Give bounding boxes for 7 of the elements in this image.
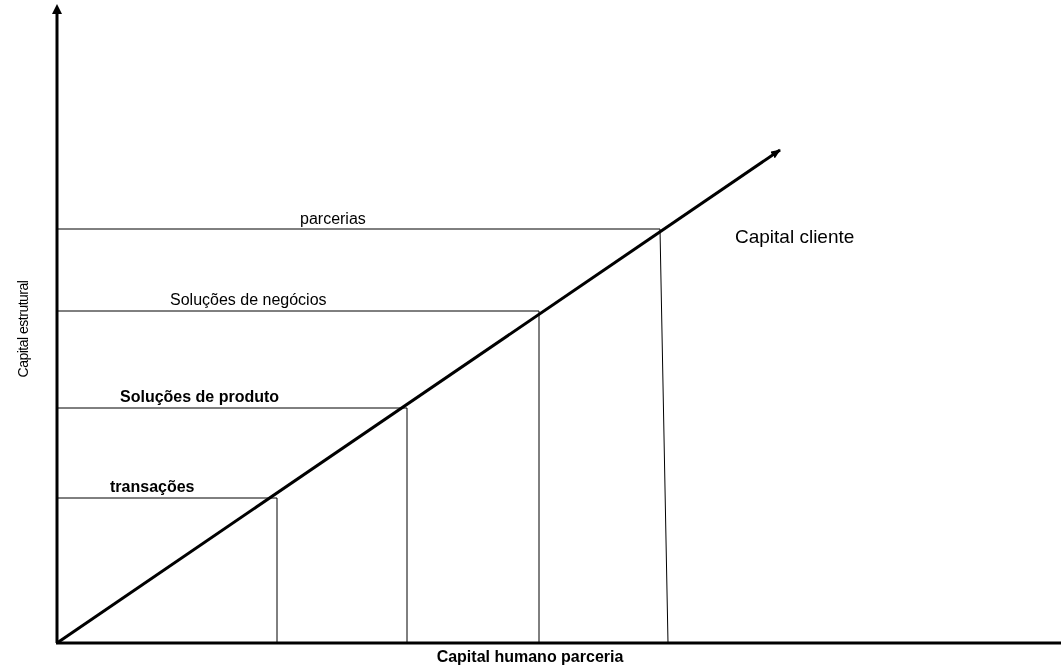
level-label: Soluções de produto [120, 389, 280, 405]
axis-title: Capital estrutural [15, 279, 30, 380]
curve-label: Capital cliente [735, 227, 855, 246]
level-label: transações [110, 479, 195, 495]
axis-title: Capital humano parceria [435, 649, 625, 665]
level-label: Soluções de negócios [170, 292, 327, 308]
level-label: parcerias [300, 211, 366, 227]
